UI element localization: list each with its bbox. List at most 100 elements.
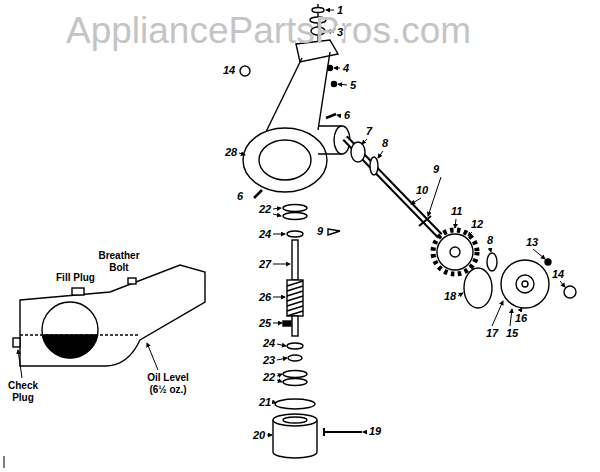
- oil-level-inset: [43, 335, 98, 358]
- part-note: Check Plug: [4, 380, 42, 404]
- oil-level-inset: [4, 265, 205, 468]
- callout-number: 9: [316, 225, 324, 238]
- vertical-shaft: [283, 213, 307, 220]
- gear-housing: [332, 82, 337, 87]
- horizontal-shaft: [328, 229, 340, 235]
- oil-level-inset: [128, 278, 136, 284]
- gear-assembly: [564, 286, 576, 298]
- gear-housing: [243, 128, 327, 192]
- leader-lines: [338, 84, 347, 85]
- callout-number: 3: [336, 26, 344, 39]
- oil-level-inset: [18, 350, 22, 378]
- gear-assembly: [516, 275, 534, 293]
- leader-lines: [378, 151, 383, 158]
- leader-lines: [363, 432, 366, 433]
- callout-number: 5: [349, 79, 357, 92]
- horizontal-shaft: [328, 138, 440, 236]
- leader-lines: [458, 293, 463, 296]
- vertical-shaft: [283, 321, 291, 326]
- leader-lines: [267, 435, 272, 436]
- gear-assembly: [545, 259, 551, 265]
- leader-lines: [468, 232, 472, 236]
- vertical-shaft: [287, 343, 303, 349]
- leader-lines: [273, 323, 282, 324]
- oil-level-inset: [20, 334, 140, 335]
- callout-number: 20: [252, 429, 266, 442]
- vertical-shaft: [273, 414, 317, 426]
- vertical-shaft: [292, 240, 298, 280]
- vertical-shaft: [283, 417, 307, 423]
- gear-housing: [326, 114, 336, 118]
- gear-assembly: [450, 247, 460, 257]
- leader-lines: [273, 297, 285, 298]
- leader-lines: [273, 208, 281, 209]
- vertical-shaft: [283, 205, 307, 212]
- callout-number: 11: [450, 205, 463, 218]
- leader-lines: [239, 153, 245, 155]
- callout-number: 8: [381, 137, 389, 150]
- callout-number: 17: [485, 327, 499, 340]
- horizontal-shaft: [351, 142, 365, 162]
- leader-lines: [277, 344, 286, 346]
- oil-level-inset: [13, 338, 20, 347]
- horizontal-shaft: [345, 138, 440, 236]
- callout-number: 4: [342, 62, 350, 75]
- oil-level-inset: [72, 288, 84, 295]
- gear-assembly: [464, 268, 492, 308]
- callout-number: 16: [514, 312, 528, 325]
- gear-assembly: [501, 260, 549, 308]
- callout-number: 8: [486, 234, 494, 247]
- callout-number: 15: [505, 327, 519, 340]
- callout-number: 14: [551, 268, 565, 281]
- callout-number: 10: [415, 184, 429, 197]
- leader-lines: [520, 308, 522, 311]
- gear-assembly: [487, 253, 497, 271]
- vertical-shaft: [287, 281, 303, 316]
- callout-number: 22: [258, 203, 272, 216]
- callout-number: 13: [525, 236, 539, 249]
- gear-housing: [240, 66, 250, 76]
- leader-lines: [492, 301, 503, 326]
- leader-lines: [239, 10, 565, 435]
- leader-lines: [560, 281, 565, 287]
- callout-number: 12: [470, 218, 484, 231]
- part-note: Breather Bolt: [94, 250, 144, 274]
- callout-number: 22: [262, 371, 276, 384]
- vertical-shaft: [323, 428, 325, 436]
- vertical-shaft: [292, 316, 298, 336]
- leader-lines: [277, 374, 282, 376]
- vertical-shaft: [287, 280, 303, 316]
- callout-number: 21: [258, 396, 272, 409]
- part-note: Oil Level (6½ oz.): [138, 372, 198, 396]
- callout-number: 19: [368, 425, 382, 438]
- callout-number: 9: [432, 163, 440, 176]
- leader-lines: [273, 214, 281, 216]
- oil-level-inset: [42, 302, 98, 358]
- callout-number: 14: [222, 64, 236, 77]
- leader-lines: [277, 380, 282, 382]
- callout-number: 1: [336, 4, 344, 17]
- gear-assembly: [437, 234, 473, 270]
- gear-assembly: [522, 281, 528, 287]
- leader-lines: [337, 115, 341, 116]
- horizontal-shaft: [370, 157, 378, 175]
- leader-lines: [334, 68, 340, 69]
- oil-level-inset: [20, 265, 205, 366]
- callout-number: 18: [443, 290, 457, 303]
- part-note: Fill Plug: [56, 272, 95, 284]
- leader-lines: [490, 248, 491, 252]
- vertical-shaft: [288, 355, 302, 361]
- oil-level-inset: [4, 456, 5, 468]
- callout-number: 27: [258, 258, 272, 271]
- callout-number: 6: [343, 109, 351, 122]
- gear-assembly: [433, 230, 576, 308]
- callout-number: 24: [258, 228, 272, 241]
- gear-housing: [328, 66, 333, 71]
- callout-number: 23: [262, 354, 276, 367]
- leader-lines: [510, 309, 512, 326]
- leader-lines: [277, 358, 287, 360]
- callout-number: 25: [258, 317, 272, 330]
- leader-lines: [428, 177, 441, 216]
- callout-number: 28: [224, 146, 238, 159]
